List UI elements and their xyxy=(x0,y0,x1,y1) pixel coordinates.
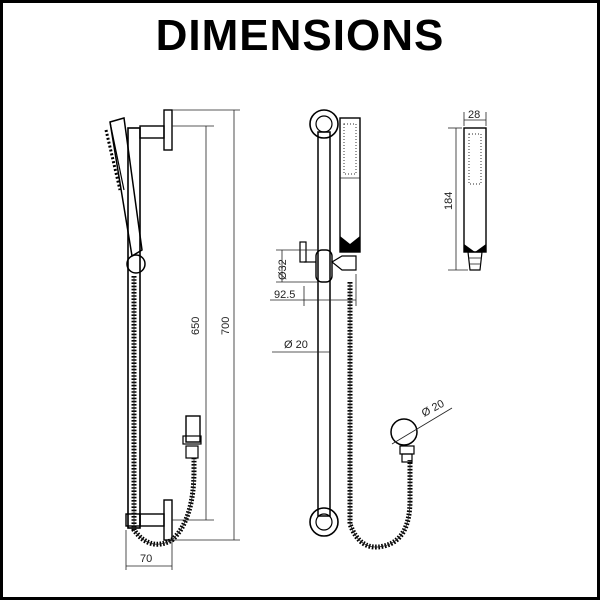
dimension-label-700: 700 xyxy=(220,317,232,335)
front-view-handset xyxy=(339,117,361,253)
dimension-label-92-5: 92.5 xyxy=(274,289,295,301)
dimension-elbow-20: Ø 20 xyxy=(391,398,453,445)
dimension-28: 28 xyxy=(463,109,487,126)
handset-detail-connector xyxy=(464,244,486,252)
side-view-slider-ball xyxy=(126,254,146,274)
handset-detail: 28 184 xyxy=(443,109,487,271)
page-title: DIMENSIONS xyxy=(155,11,445,60)
front-view-slider-holder xyxy=(299,241,357,283)
dimension-184: 184 xyxy=(443,127,468,271)
dimension-label-elbow-20: Ø 20 xyxy=(420,398,447,420)
dimension-rail-20: Ø 20 xyxy=(272,339,330,353)
handset-detail-body xyxy=(463,127,487,253)
front-view-top-mount xyxy=(309,109,339,139)
front-view-hose xyxy=(347,282,413,550)
side-view-top-bracket xyxy=(139,109,173,151)
dimension-92-5: 92.5 xyxy=(270,274,357,306)
dimension-700: 700 xyxy=(172,109,240,541)
dimension-label-32: Ø32 xyxy=(277,259,289,280)
dimension-70: 70 xyxy=(125,530,173,570)
front-view-rail xyxy=(317,131,331,517)
dimension-label-70: 70 xyxy=(140,553,152,565)
dimension-label-184: 184 xyxy=(443,192,455,210)
dimension-label-650: 650 xyxy=(190,317,202,335)
front-view-bottom-mount xyxy=(309,507,339,537)
dimension-label-rail-20: Ø 20 xyxy=(284,339,308,351)
dimension-32: Ø32 xyxy=(276,249,318,283)
side-view-wall-elbow xyxy=(182,415,202,459)
side-view: 650 700 70 xyxy=(104,109,240,570)
dimension-650: 650 xyxy=(172,125,214,521)
front-view-wall-elbow xyxy=(390,418,418,463)
dimension-label-28: 28 xyxy=(468,109,480,121)
side-view-handset xyxy=(104,117,143,258)
front-view: Ø32 92.5 Ø 20 Ø 20 xyxy=(270,109,453,550)
